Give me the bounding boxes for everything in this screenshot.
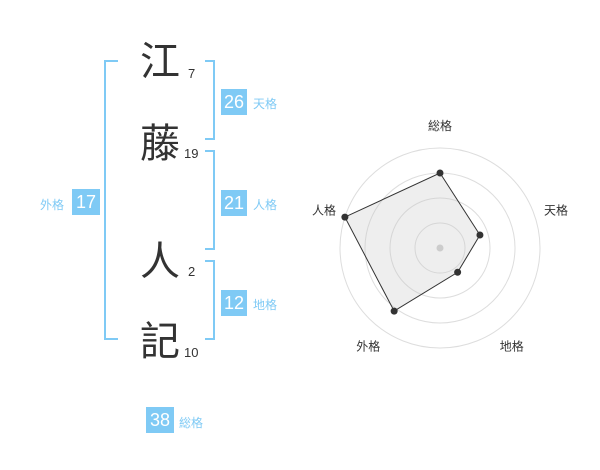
stroke-count-2: 19 [184, 146, 199, 161]
chikaku-label: 地格 [253, 298, 278, 312]
radar-axis-label-3: 地格 [500, 339, 524, 354]
tenkaku-bracket [205, 60, 215, 140]
stroke-count-3: 2 [188, 264, 196, 279]
soukaku-value: 38 [146, 407, 174, 433]
radar-axis-label-2: 天格 [544, 202, 568, 217]
stroke-count-4: 10 [184, 345, 199, 360]
name-char-2: 藤 [140, 121, 180, 167]
gaikaku-value: 17 [72, 189, 100, 215]
radar-axis-label-1: 総格 [428, 118, 452, 133]
soukaku-label: 総格 [179, 416, 204, 430]
radar-point-2 [476, 231, 484, 239]
radar-ring-4 [339, 147, 541, 349]
radar-point-5 [341, 213, 349, 221]
radar-series-area [344, 172, 481, 312]
radar-axis-label-4: 外格 [356, 339, 380, 354]
jinkaku-label: 人格 [253, 198, 278, 212]
stroke-count-1: 7 [188, 66, 196, 81]
radar-point-3 [454, 268, 462, 276]
gaikaku-label: 外格 [40, 198, 65, 212]
tenkaku-value: 26 [221, 89, 247, 115]
jinkaku-value: 21 [221, 190, 247, 216]
name-char-3: 人 [140, 239, 180, 285]
jinkaku-bracket [205, 150, 215, 250]
chikaku-value: 12 [221, 290, 247, 316]
tenkaku-label: 天格 [253, 97, 278, 111]
name-char-1: 江 [140, 39, 180, 85]
radar-point-1 [436, 169, 444, 177]
radar-ring-1 [414, 222, 466, 274]
gaikaku-bracket [104, 60, 118, 340]
radar-axis-label-5: 人格 [312, 202, 336, 217]
radar-point-4 [390, 307, 398, 315]
chikaku-bracket [205, 260, 215, 340]
radar-center-point [436, 244, 444, 252]
radar-ring-2 [389, 197, 491, 299]
name-char-4: 記 [140, 319, 180, 365]
